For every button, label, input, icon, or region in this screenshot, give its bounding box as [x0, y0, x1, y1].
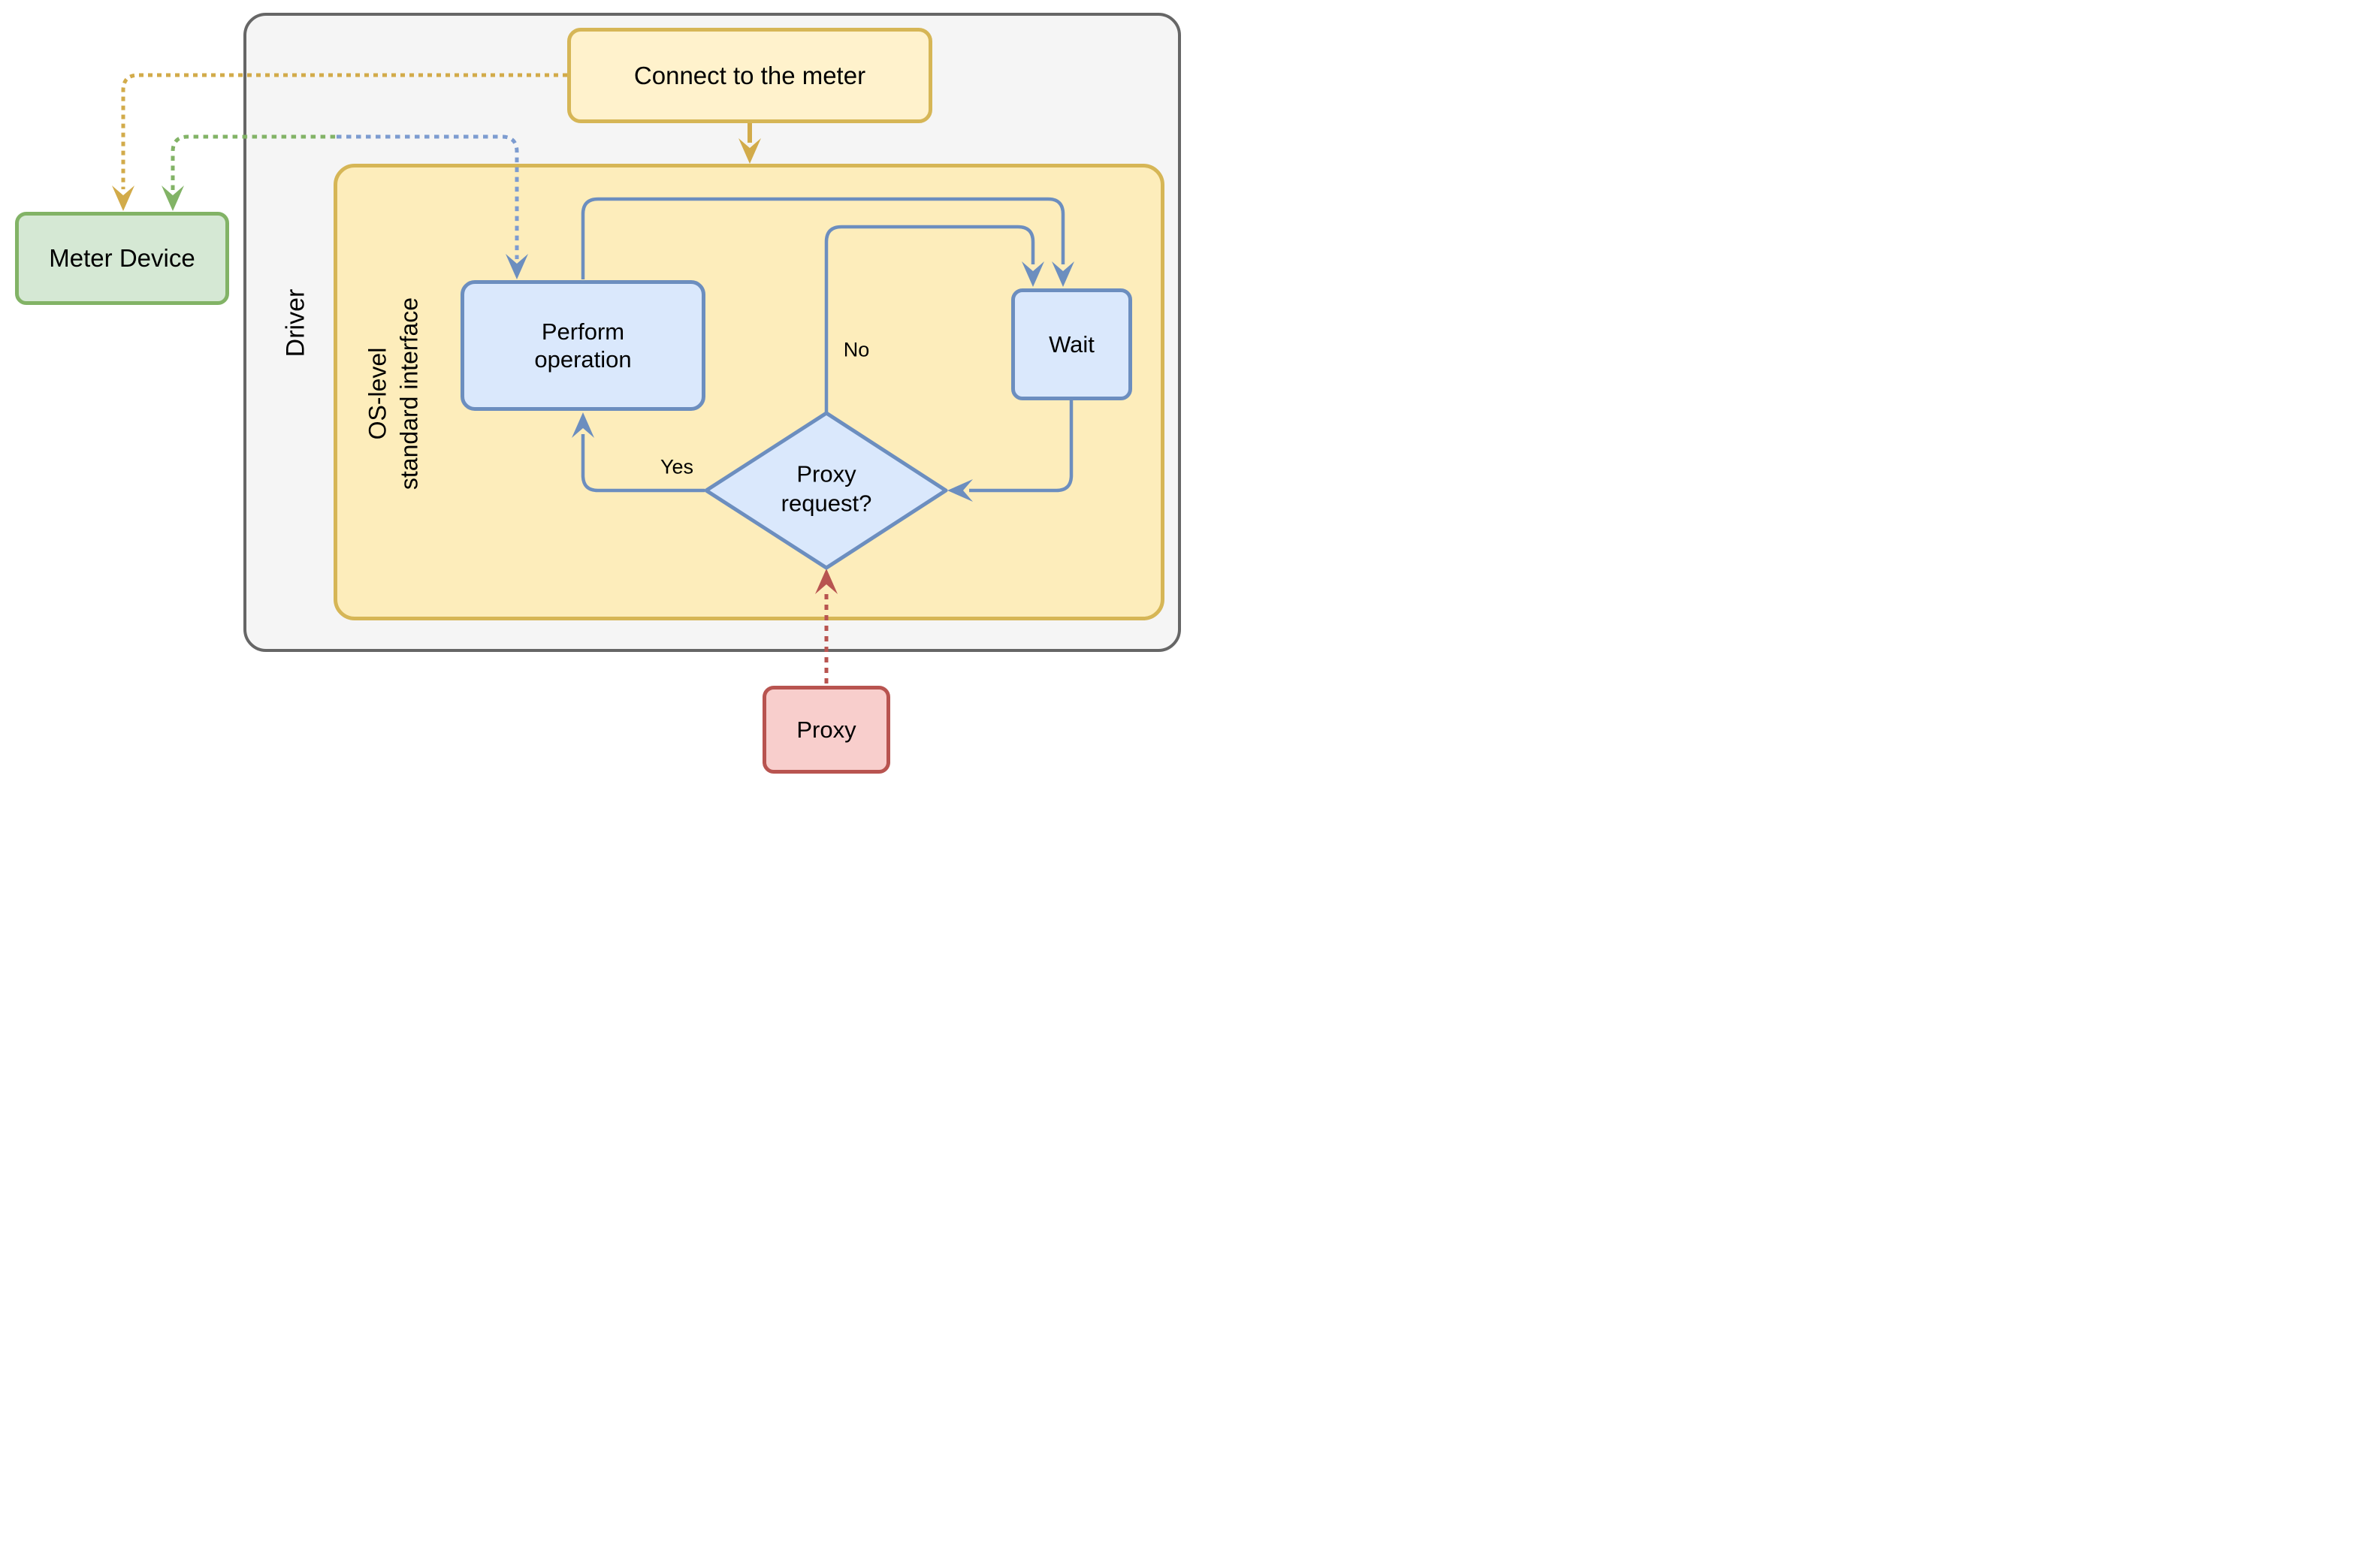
- os-interface-label-line1: OS-level: [364, 347, 391, 440]
- meter-device-label: Meter Device: [49, 244, 195, 273]
- os-interface-container-label: OS-level standard interface: [362, 297, 424, 490]
- wait-label: Wait: [1049, 330, 1095, 358]
- diagram-canvas: Connect to the meter Meter Device Perfor…: [0, 0, 1190, 779]
- proxy-request-label: Proxy request?: [781, 460, 872, 516]
- os-interface-label-line2: standard interface: [395, 297, 422, 490]
- perform-operation-node: Perform operation: [461, 280, 705, 411]
- connect-node-label: Connect to the meter: [633, 61, 866, 89]
- arrowhead-connect-to-meter: [112, 186, 134, 211]
- proxy-label: Proxy: [796, 716, 856, 743]
- meter-device-node: Meter Device: [15, 212, 229, 305]
- arrowhead-into-meter-green: [162, 186, 184, 211]
- connect-node: Connect to the meter: [567, 28, 932, 123]
- wait-node: Wait: [1011, 288, 1132, 400]
- no-edge-label: No: [843, 338, 870, 361]
- perform-operation-label: Perform operation: [534, 318, 632, 373]
- driver-container-label: Driver: [281, 288, 310, 358]
- yes-edge-label: Yes: [660, 455, 694, 478]
- proxy-node: Proxy: [763, 686, 890, 774]
